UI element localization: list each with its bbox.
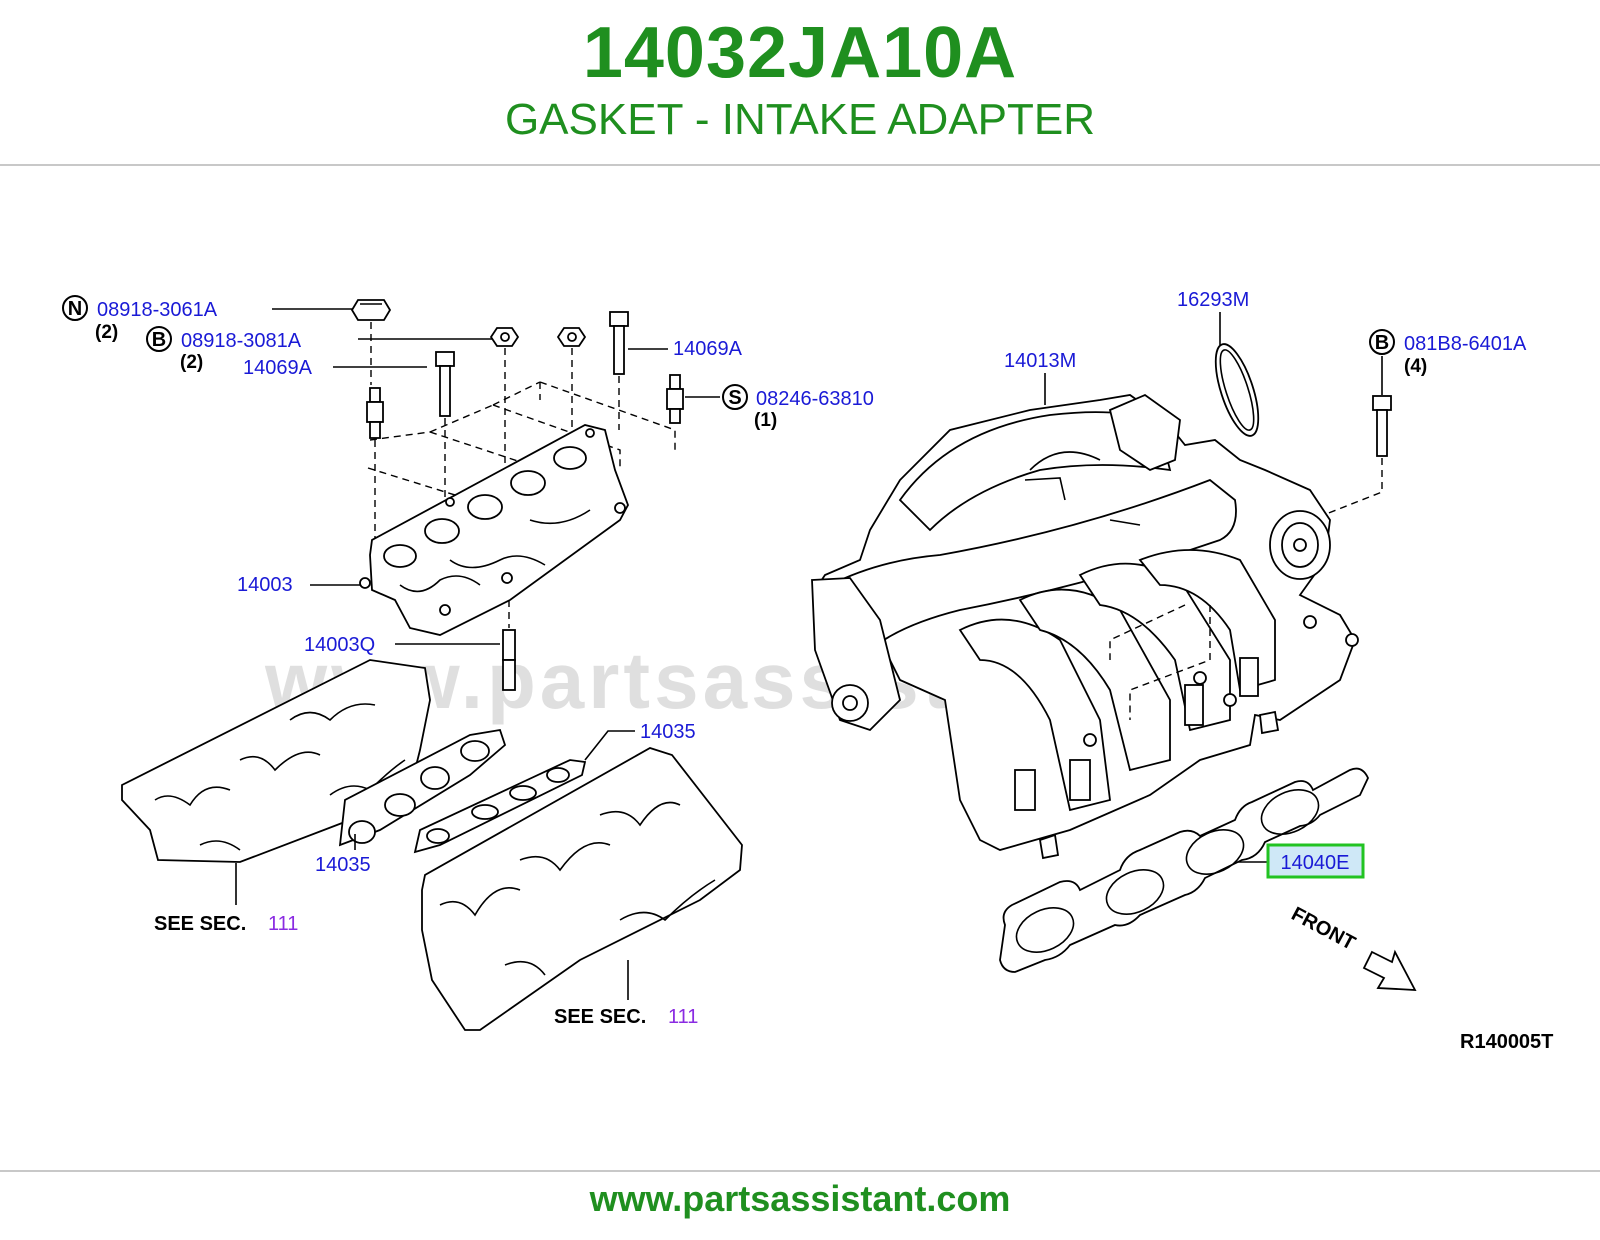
see-sec-prefix-left: SEE SEC. <box>154 913 246 935</box>
callout-b-nut[interactable]: B 08918-3081A (2) <box>146 326 302 373</box>
o-ring-16293M <box>1214 343 1260 437</box>
bolt-left <box>435 351 455 417</box>
part-description: GASKET - INTAKE ADAPTER <box>504 95 1096 144</box>
manifold-dash-lines <box>1109 604 1211 720</box>
front-arrow: FRONT <box>1288 903 1417 991</box>
b-badge-letter: B <box>152 329 166 351</box>
label-14003[interactable]: 14003 <box>237 574 293 596</box>
qty-n: (2) <box>95 322 118 343</box>
highlight-box-14040E[interactable] <box>1266 843 1365 879</box>
flange-nut-2 <box>556 327 587 347</box>
see-sec-left[interactable]: SEE SEC. 111 <box>154 913 298 935</box>
footer-url[interactable]: www.partsassistant.com <box>589 1178 1011 1219</box>
stud-s <box>666 374 684 424</box>
diagram-ref-code: R140005T <box>1460 1031 1553 1053</box>
header-divider <box>0 164 1600 166</box>
qty-b1: (2) <box>180 352 203 373</box>
qty-b2: (4) <box>1404 356 1427 377</box>
callout-b-bolt[interactable]: B 081B8-6401A (4) <box>1369 329 1527 377</box>
label-14040E[interactable]: 14040E <box>1281 852 1350 874</box>
label-14035-upper[interactable]: 14035 <box>640 721 696 743</box>
label-14013M[interactable]: 14013M <box>1004 350 1076 372</box>
gasket-14035-right <box>413 759 587 854</box>
front-label: FRONT <box>1288 903 1359 955</box>
label-14069A-right[interactable]: 14069A <box>673 338 743 360</box>
label-081B8-6401A[interactable]: 081B8-6401A <box>1404 333 1527 355</box>
see-sec-num-left[interactable]: 111 <box>268 913 298 935</box>
intake-manifold-14013M <box>811 393 1359 860</box>
see-sec-right[interactable]: SEE SEC. 111 <box>554 1006 698 1028</box>
qty-s: (1) <box>754 410 777 431</box>
label-14003Q[interactable]: 14003Q <box>304 634 375 656</box>
label-08246-63810[interactable]: 08246-63810 <box>756 388 874 410</box>
nut-part <box>350 299 392 321</box>
callout-s-stud[interactable]: S 08246-63810 (1) <box>722 384 874 431</box>
gasket-14035-upper-left <box>338 728 507 847</box>
label-14069A-left[interactable]: 14069A <box>243 357 313 379</box>
stud-left <box>366 387 384 439</box>
cylinder-head-right <box>421 747 743 1031</box>
label-08918-3061A[interactable]: 08918-3061A <box>97 299 218 321</box>
label-16293M[interactable]: 16293M <box>1177 289 1249 311</box>
bolt-081B8 <box>1372 395 1392 457</box>
n-badge-letter: N <box>68 298 82 320</box>
footer-divider <box>0 1170 1600 1172</box>
see-sec-num-right[interactable]: 111 <box>668 1006 698 1028</box>
b2-badge-letter: B <box>1375 332 1389 354</box>
leader-14035-upper <box>584 730 635 761</box>
flange-nut-1 <box>489 327 520 347</box>
intake-adapter-gasket-14040E[interactable] <box>999 767 1369 973</box>
see-sec-prefix-right: SEE SEC. <box>554 1006 646 1028</box>
stud-14003Q <box>502 629 516 691</box>
callout-n-nut[interactable]: N 08918-3061A (2) <box>62 295 218 343</box>
label-14035-lower[interactable]: 14035 <box>315 854 371 876</box>
intake-adapter-14003 <box>359 424 629 636</box>
part-number-title: 14032JA10A <box>582 13 1018 93</box>
bolt-right <box>609 311 629 375</box>
label-08918-3081A[interactable]: 08918-3081A <box>181 330 302 352</box>
s-badge-letter: S <box>728 387 741 409</box>
